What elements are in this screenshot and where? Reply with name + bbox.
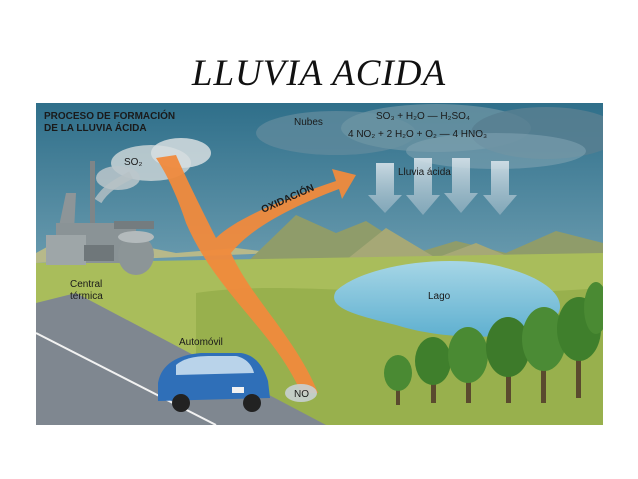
car (158, 353, 270, 412)
diagram-heading-line1: PROCESO DE FORMACIÓN (44, 109, 175, 122)
plant-label-line2: térmica (70, 291, 103, 302)
power-plant (46, 161, 154, 275)
equation-2: 4 NO₂ + 2 H₂O + O₂ — 4 HNO₃ (348, 129, 487, 140)
clouds-label: Nubes (294, 117, 323, 128)
lake-label: Lago (428, 291, 451, 302)
plant-label-line1: Central (70, 279, 102, 290)
trees (384, 282, 603, 405)
diagram-illustration: PROCESO DE FORMACIÓN DE LA LLUVIA ÁCIDA … (36, 103, 603, 425)
acid-rain-diagram: PROCESO DE FORMACIÓN DE LA LLUVIA ÁCIDA … (36, 103, 603, 425)
oxidation-arrow (156, 155, 356, 393)
slide-title: LLUVIA ACIDA (191, 53, 447, 94)
equation-1: SO₃ + H₂O — H₂SO₄ (376, 111, 470, 122)
car-label: Automóvil (179, 337, 223, 348)
acid-rain-label: Lluvia ácida (398, 167, 451, 178)
no-label: NO (294, 389, 309, 400)
diagram-heading-line2: DE LA LLUVIA ÁCIDA (44, 121, 147, 134)
acid-rain-arrows (368, 158, 517, 215)
so2-label: SO₂ (124, 157, 142, 168)
exhaust-puff (285, 384, 317, 402)
rain-clouds (256, 104, 603, 169)
